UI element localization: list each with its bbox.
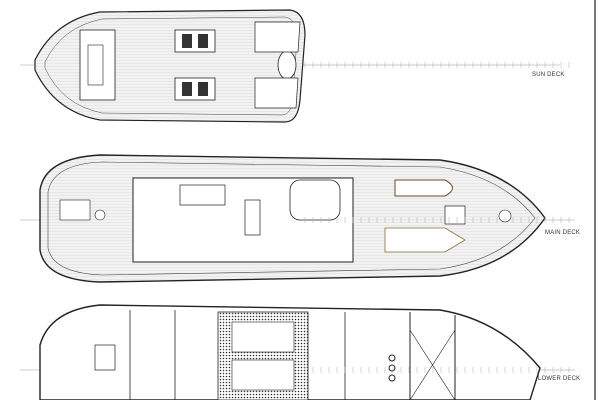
sun-deck-table	[174, 29, 216, 53]
lower-deck-plan	[20, 304, 575, 400]
lower-deck-label: LOWER DECK	[538, 376, 581, 382]
hatch	[444, 205, 466, 225]
main-deck-plan	[20, 154, 575, 283]
scale-ticks	[304, 62, 570, 373]
tender-boat	[394, 179, 453, 197]
sofa	[179, 184, 226, 206]
sun-deck-table	[174, 77, 216, 101]
sun-deck-helm	[277, 50, 297, 80]
sun-deck-label: SUN DECK	[532, 72, 565, 78]
galley-counter	[244, 199, 261, 236]
page-border	[594, 0, 596, 400]
sun-deck-plan: /* ticks drawn below */	[20, 9, 560, 123]
main-deck-label: MAIN DECK	[545, 230, 581, 236]
wheelhouse	[289, 179, 341, 221]
rib-boat	[384, 227, 466, 253]
